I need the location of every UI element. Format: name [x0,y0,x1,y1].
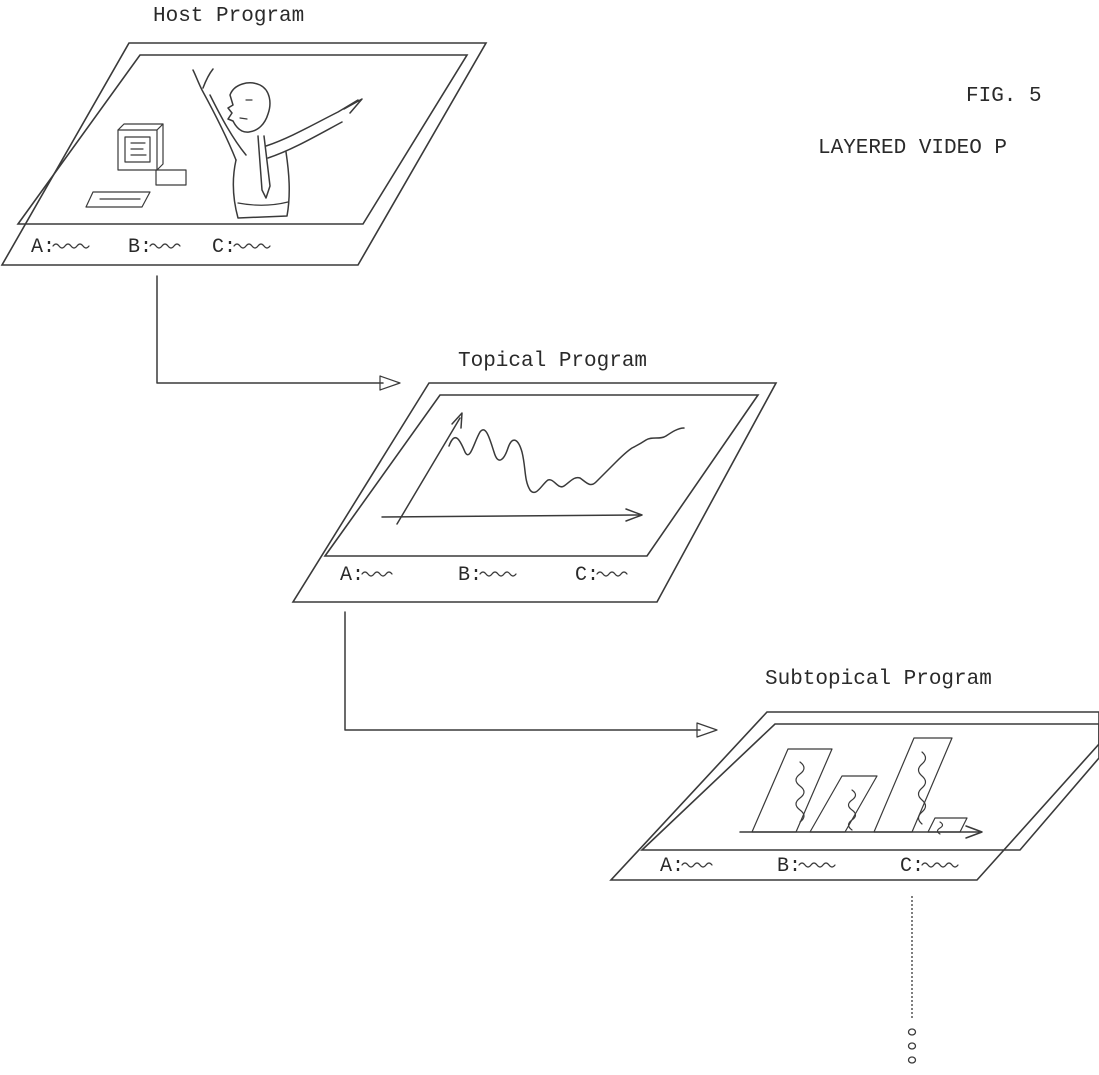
connector-topical-to-subtopical [344,611,718,738]
panel-subtopical-sub-a-scribble [681,862,713,868]
continuation-dot [907,1042,917,1050]
figure-caption: LAYERED VIDEO P [818,137,1007,160]
computer-icon [85,123,187,208]
panel-topical-sub-b: B: [458,564,482,587]
panel-host-sub-c-scribble [233,243,271,249]
panel-subtopical-screen [639,723,1099,851]
panel-topical-sub-a-scribble [361,571,393,577]
panel-subtopical-sub-c-scribble [921,862,959,868]
panel-subtopical-outer-frame [609,711,1099,881]
continuation-marker [907,896,917,1064]
panel-topical-sub-b-scribble [479,571,517,577]
continuation-dot [907,1056,917,1064]
panel-host-sub-b-scribble [149,243,181,249]
panel-subtopical-sub-c: C: [900,855,924,878]
panel-host-sub-a: A: [31,236,55,259]
panel-subtopical-sub-b: B: [777,855,801,878]
panel-topical-screen [323,394,760,557]
presenter-figure [192,68,363,219]
panel-subtopical-sub-a: A: [660,855,684,878]
connector-host-to-topical [156,275,401,391]
figure-number: FIG. 5 [966,85,1042,108]
line-chart-illustration [381,412,685,525]
bar-chart-illustration [739,737,983,839]
panel-topical-sub-c-scribble [596,571,628,577]
panel-topical-sub-a: A: [340,564,364,587]
continuation-dot [907,1028,917,1036]
panel-host: Host Program [0,5,488,266]
panel-subtopical: Subtopical Program A: B: C: [609,668,1099,881]
panel-host-screen [16,54,469,225]
panel-topical: Topical Program A: B: C: [291,350,778,603]
panel-topical-outer-frame [291,382,778,603]
panel-host-outer-frame [0,42,488,266]
panel-host-sub-a-scribble [52,243,90,249]
panel-subtopical-title: Subtopical Program [765,668,992,691]
panel-subtopical-sub-b-scribble [798,862,836,868]
panel-host-sub-c: C: [212,236,236,259]
arrowhead-icon [696,722,718,738]
panel-host-sub-b: B: [128,236,152,259]
panel-host-title: Host Program [153,5,304,28]
panel-topical-title: Topical Program [458,350,647,373]
panel-topical-sub-c: C: [575,564,599,587]
arrowhead-icon [379,375,401,391]
